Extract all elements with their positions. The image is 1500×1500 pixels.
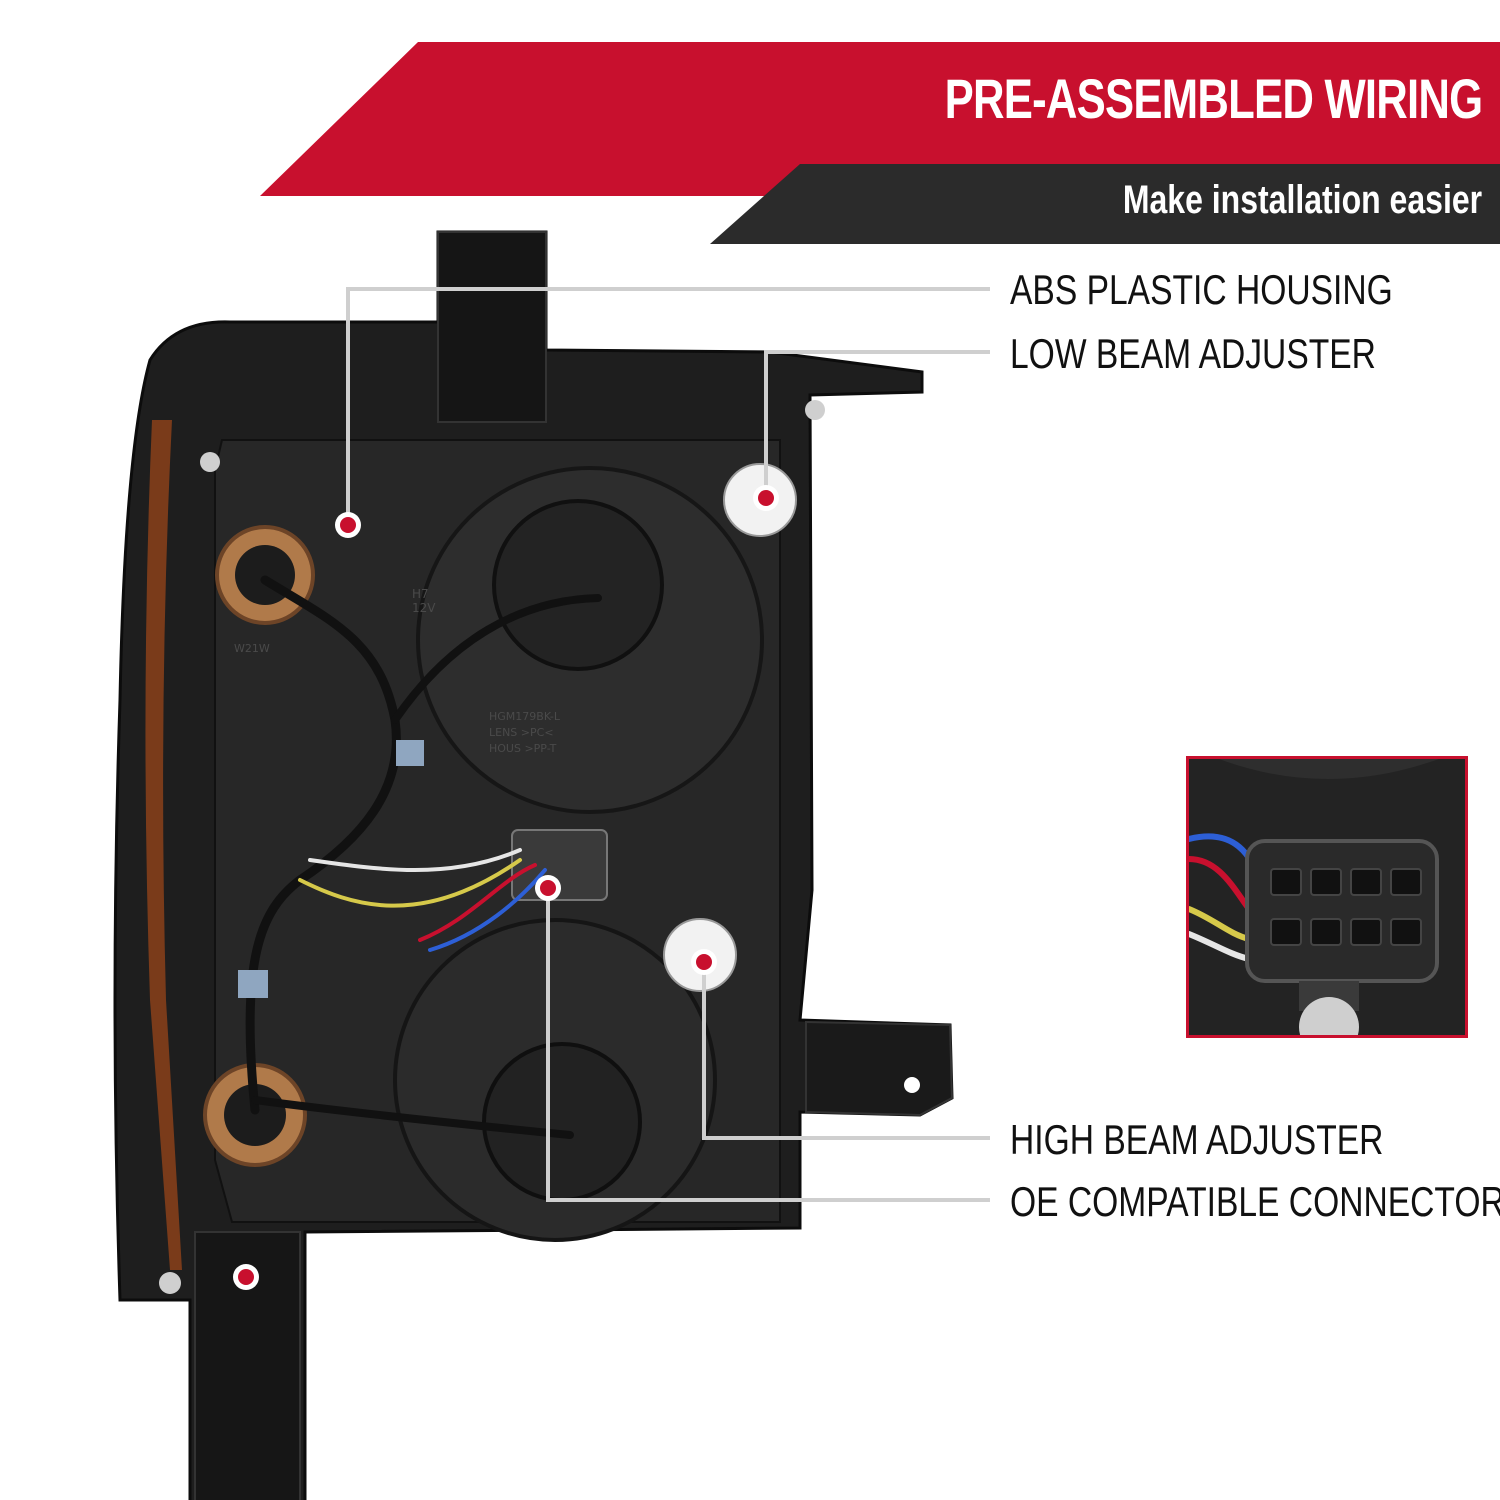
subtitle-banner-shape <box>710 164 1500 244</box>
high-beam-cap <box>482 1042 642 1202</box>
top-mount-bracket <box>437 231 547 423</box>
callout-high-beam-adjuster: HIGH BEAM ADJUSTER <box>1010 1116 1384 1163</box>
wiring-harness <box>245 575 602 1139</box>
callout-connector: OE COMPATIBLE CONNECTOR <box>1010 1178 1500 1225</box>
screw <box>805 400 825 420</box>
right-mount-tab <box>805 1020 954 1117</box>
marking-h7: H7 <box>412 587 429 601</box>
low-beam-cap <box>492 499 664 671</box>
marking-w21w: W21W <box>234 642 270 655</box>
page-title: PRE-ASSEMBLED WIRING <box>944 67 1482 130</box>
mount-hole <box>904 1077 920 1093</box>
screw <box>200 452 220 472</box>
connector-body <box>1245 839 1439 983</box>
marking-model: HGM179BK-L <box>489 710 561 723</box>
marker-dots <box>233 485 779 1290</box>
callout-low-beam-adjuster: LOW BEAM ADJUSTER <box>1010 330 1376 377</box>
leader-lines <box>346 287 990 1202</box>
leader-line-low-beam <box>764 350 990 498</box>
leader-line-housing <box>346 287 990 523</box>
screw <box>159 1272 181 1294</box>
connector-closeup <box>1186 756 1468 1038</box>
marking-12v: 12V <box>412 601 436 615</box>
wire-clip <box>238 970 268 998</box>
marking-housing: HOUS >PP-T <box>489 742 557 755</box>
callout-abs-housing: ABS PLASTIC HOUSING <box>1010 266 1393 313</box>
leader-line-connector <box>546 888 990 1202</box>
connector-closeup-illustration <box>1189 759 1465 1035</box>
side-reflector <box>145 420 182 1270</box>
connector-pins <box>1270 868 1422 946</box>
leader-line-high-beam <box>702 962 990 1140</box>
title-banner-shape <box>260 42 1500 196</box>
marking-lens: LENS >PC< <box>489 726 554 739</box>
page-subtitle: Make installation easier <box>1122 178 1482 222</box>
wire-clip <box>396 740 424 766</box>
